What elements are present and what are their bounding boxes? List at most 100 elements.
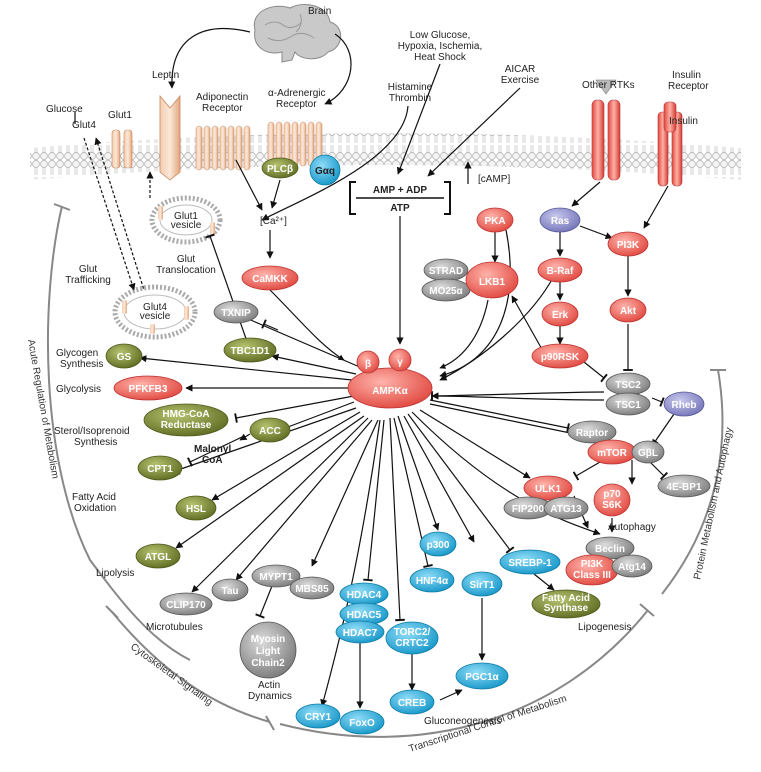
camkk-node [241,265,299,291]
erk-label: Erk [552,310,569,321]
lipolysis-label: Lipolysis [96,568,134,579]
camp-label: [cAMP] [478,174,510,185]
leptin-receptor-icon [159,94,181,181]
clip170-node [159,592,213,616]
adiponectin-label-2: Receptor [202,103,243,114]
plcb-node [261,157,299,179]
insulin-receptor-icon [657,101,683,187]
lkb1-label: LKB1 [479,277,506,288]
mbs85-label: MBS85 [295,584,329,595]
ras-node [539,207,581,233]
ampk-gamma-node [388,348,412,372]
atg14-node [611,554,653,578]
tbc1d1-node [223,337,277,363]
raptor-label: Raptor [576,428,608,439]
atp-text: ATP [390,203,410,214]
ampk-beta-node [356,350,380,374]
malonyl-coa-label-2: CoA [202,455,223,466]
p300-node [419,531,457,557]
4ebp1-node [657,474,711,498]
myosin-light-chain2-label-3: Chain2 [251,658,285,669]
gluconeogenesis-label: Gluconeogenesis [424,716,501,727]
pi3k-label: PI3K [617,240,640,251]
glucose-label: Glucose [46,104,83,115]
acc-label: ACC [259,426,281,437]
glut1-vesicle-label-1: Glut1 [174,211,198,222]
aicar-label-1: AICAR [505,64,536,75]
cpt1-label: CPT1 [147,464,173,475]
glut1-receptor-icon [111,129,133,169]
low-glucose-label-1: Low Glucose, [410,30,471,41]
pgc1a-node [455,662,509,690]
hmg-coa-reductase-label-1: HMG-CoA [162,409,209,420]
glut1-vesicle-icon [149,195,223,245]
atg14-label: Atg14 [618,562,646,573]
other-rtks-receptor-icon [591,79,621,181]
foxo-node [339,709,385,735]
alpha-adrenergic-receptor-icon [267,121,323,167]
ras-label: Ras [551,216,570,227]
rheb-node [663,391,705,417]
p70s6k-label-2: S6K [602,500,622,511]
glut-trafficking-label-1: Glut [79,264,98,275]
insulin-label: Insulin [669,116,698,127]
ampk-alpha-node [347,367,433,409]
brain-label: Brain [308,6,331,17]
lipogenesis-label: Lipogenesis [578,622,631,633]
pka-label: PKA [484,216,505,227]
foxo-label: FoxO [349,718,375,729]
hmg-coa-reductase-node [143,403,229,437]
plcb-label: PLCβ [267,164,293,175]
akt-label: Akt [620,306,637,317]
txnip-node [213,300,259,324]
tsc1-node [605,392,651,416]
glycogen-synthesis-label-2: Synthesis [60,359,103,370]
fatty-acid-oxidation-label-1: Fatty Acid [72,492,116,503]
low-glucose-label-3: Heat Shock [414,52,467,63]
raptor-node [567,420,617,444]
creb-node [389,689,435,715]
ampk-beta-label: β [365,359,371,370]
myosin-light-chain2-node [239,621,297,679]
pfkfb3-node [113,375,183,401]
gbl-label: GβL [638,448,658,459]
pi3k-class3-label-2: Class III [573,570,611,581]
tbc1d1-label: TBC1D1 [231,346,270,357]
p300-label: p300 [427,540,450,551]
malonyl-coa-label-1: Malonyl [194,444,231,455]
glycolysis-label: Glycolysis [56,384,101,395]
histamine-label-1: Histamine [388,82,433,93]
p70s6k-label-1: p70 [603,489,621,500]
amp-adp-text: AMP + ADP [373,185,428,196]
microtubules-label: Microtubules [146,622,203,633]
torc2-label-1: TORC2/ [394,627,431,638]
torc2-label-2: CRTC2 [395,638,429,649]
hdac7-label: HDAC7 [343,628,378,639]
adiponectin-receptor-icon [195,125,251,171]
hsl-node [175,495,217,521]
p90rsk-label: p90RSK [541,352,580,363]
brain-icon [253,4,342,63]
aicar-label-2: Exercise [501,75,540,86]
hdac5-label: HDAC5 [347,610,382,621]
p70s6k-node [593,483,631,517]
autophagy-label: Autophagy [608,522,656,533]
glut4-vesicle-label-2: vesicle [140,311,171,322]
hdac4-label: HDAC4 [347,590,382,601]
mypt1-label: MYPT1 [259,572,293,583]
gs-label: GS [117,352,132,363]
pgc1a-label: PGC1α [465,672,499,683]
hnf4a-node [409,567,455,593]
calcium-label: [Ca²⁺] [260,216,287,227]
mtor-label: mTOR [597,448,628,459]
sirt1-label: SirT1 [469,580,494,591]
amp-atp-ratio: AMP + ADP ATP [349,181,451,215]
glut1-vesicle-label-2: vesicle [171,220,202,231]
rheb-label: Rheb [672,400,697,411]
glut1-label: Glut1 [108,110,132,121]
histamine-label-2: Thrombin [389,93,431,104]
ulk1-label: ULK1 [535,484,562,495]
acute-regulation-arc [46,205,191,661]
mypt1-node [251,564,301,588]
cpt1-node [137,455,183,481]
